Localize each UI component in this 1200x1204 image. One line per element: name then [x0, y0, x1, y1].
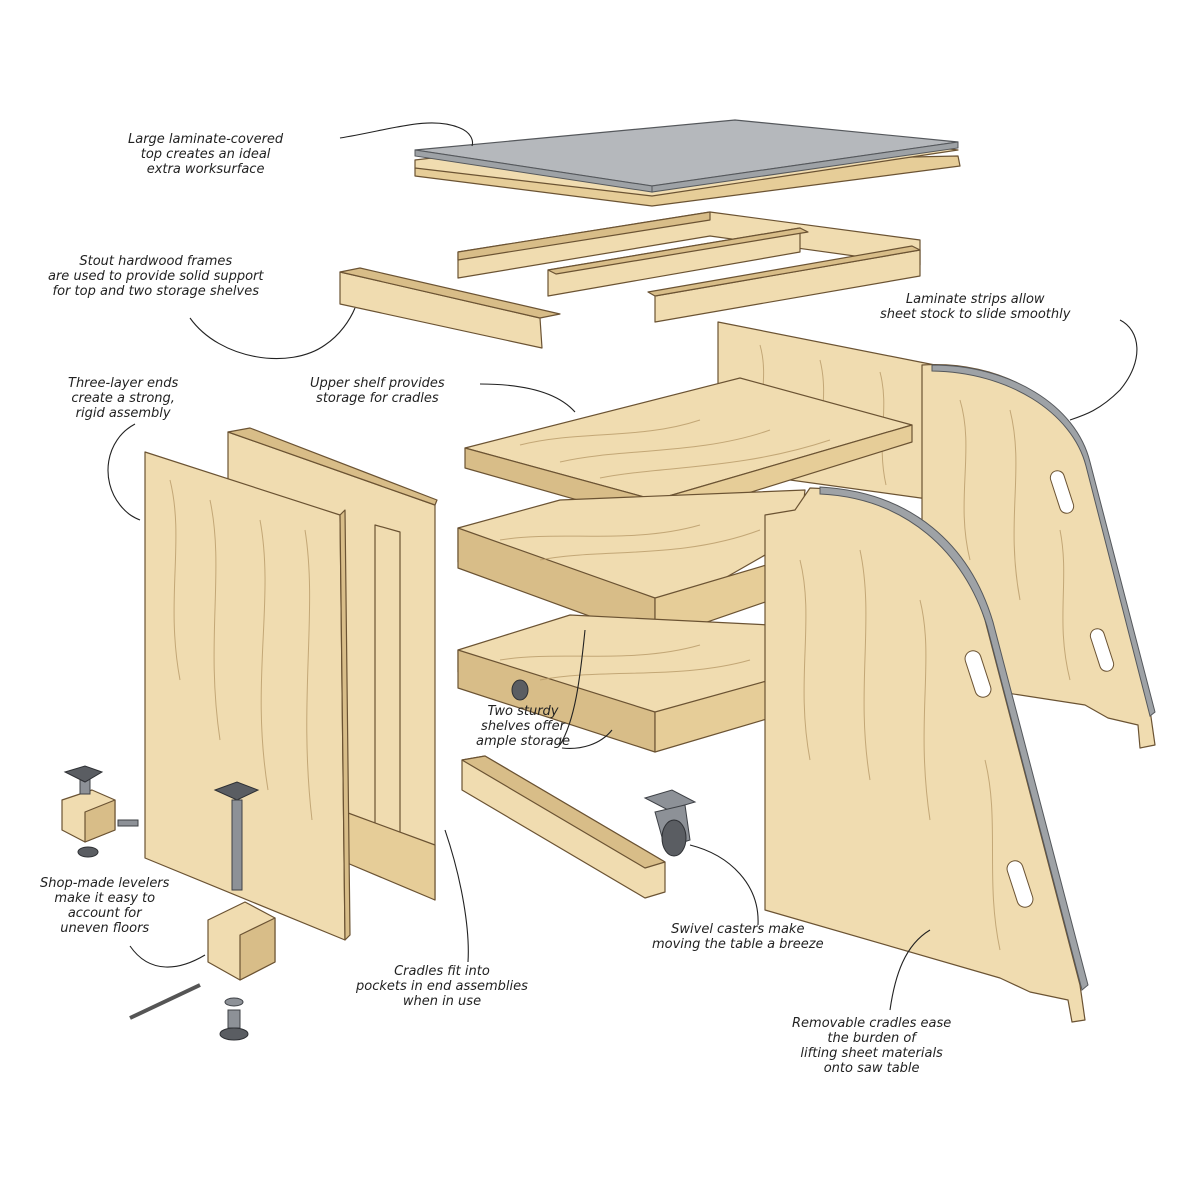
leveler-assembled: [61, 765, 139, 858]
callout-upper-shelf: Upper shelf provides storage for cradles: [310, 376, 445, 406]
top-frame: [339, 211, 921, 349]
callout-ends: Three-layer ends create a strong, rigid …: [68, 376, 178, 421]
leveler-exploded: [129, 781, 276, 1041]
callout-frames-line: are used to provide solid support: [48, 269, 264, 284]
callout-levelers-line: uneven floors: [60, 921, 150, 936]
callout-two-shelves: Two sturdy shelves offer ample storage: [476, 704, 570, 749]
swivel-caster: [511, 679, 697, 857]
callout-frames: Stout hardwood frames are used to provid…: [48, 254, 264, 299]
callout-two-shelves-line: Two sturdy: [487, 704, 559, 719]
laminate-top: [414, 119, 961, 207]
callout-top: Large laminate-covered top creates an id…: [128, 132, 283, 177]
callout-levelers: Shop-made levelers make it easy to accou…: [40, 876, 169, 936]
callout-cradles-fit-line: when in use: [402, 994, 482, 1009]
callout-casters: Swivel casters make moving the table a b…: [652, 922, 824, 952]
callout-removable-line: the burden of: [827, 1031, 916, 1046]
middle-shelf: [457, 489, 806, 641]
left-end-panel: [144, 451, 351, 941]
callout-removable-line: onto saw table: [823, 1061, 920, 1076]
callout-two-shelves-line: ample storage: [476, 734, 571, 749]
callout-top-line: top creates an ideal: [140, 147, 271, 162]
callout-laminate-strips: Laminate strips allow sheet stock to sli…: [880, 292, 1070, 322]
callout-two-shelves-line: shelves offer: [481, 719, 565, 734]
callout-frames-line: for top and two storage shelves: [52, 284, 259, 299]
callout-cradles-fit-line: Cradles fit into: [394, 964, 490, 979]
callout-removable: Removable cradles ease the burden of lif…: [792, 1016, 951, 1076]
callout-removable-line: Removable cradles ease: [792, 1016, 952, 1031]
callout-cradles-fit: Cradles fit into pockets in end assembli…: [356, 964, 528, 1009]
callout-ends-line: Three-layer ends: [68, 376, 179, 391]
callout-casters-line: moving the table a breeze: [652, 937, 824, 952]
callout-frames-line: Stout hardwood frames: [79, 254, 233, 269]
callout-cradles-fit-line: pockets in end assemblies: [356, 979, 528, 994]
callout-levelers-line: Shop-made levelers: [40, 876, 170, 891]
callout-levelers-line: account for: [67, 906, 142, 921]
callout-laminate-line: sheet stock to slide smoothly: [880, 307, 1071, 322]
callout-ends-line: create a strong,: [71, 391, 175, 406]
callout-ends-line: rigid assembly: [75, 406, 171, 421]
callout-upper-shelf-line: storage for cradles: [316, 391, 439, 406]
callout-laminate-line: Laminate strips allow: [905, 292, 1045, 307]
callout-casters-line: Swivel casters make: [671, 922, 805, 937]
leader-lines: [107, 122, 1138, 1011]
callout-upper-shelf-line: Upper shelf provides: [310, 376, 445, 391]
callout-removable-line: lifting sheet materials: [800, 1046, 943, 1061]
callout-levelers-line: make it easy to: [54, 891, 156, 906]
front-cradle: [764, 486, 1089, 1023]
callout-top-line: Large laminate-covered: [128, 132, 284, 147]
lower-rail: [461, 755, 666, 899]
callout-top-line: extra worksurface: [146, 162, 265, 177]
lower-shelf: [457, 614, 771, 753]
